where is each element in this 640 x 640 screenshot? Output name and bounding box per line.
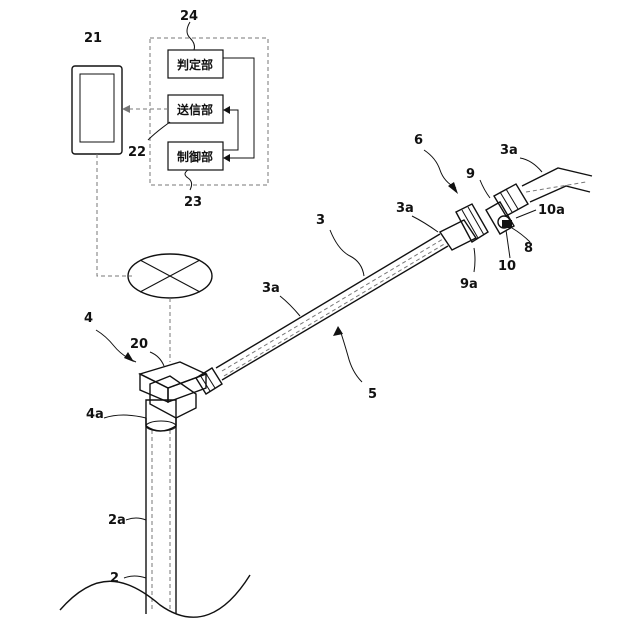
leader-20 — [150, 352, 164, 366]
ref-3: 3 — [316, 213, 325, 228]
ref-8: 8 — [524, 241, 533, 256]
coupling-nut — [440, 204, 488, 250]
wireless-link-line — [97, 154, 132, 276]
leader-10 — [506, 230, 510, 258]
leader-22 — [148, 122, 170, 140]
ref-10a: 10a — [538, 203, 565, 218]
ref-23: 23 — [184, 195, 202, 210]
ref-21: 21 — [84, 31, 102, 46]
upper-hose — [522, 168, 592, 202]
ref-10: 10 — [498, 259, 516, 274]
leader-6 — [424, 150, 456, 188]
send-block-label: 送信部 — [176, 102, 213, 117]
leader-8 — [512, 228, 530, 242]
ref-9a: 9a — [460, 277, 478, 292]
leader-10a — [516, 210, 536, 218]
hose — [216, 234, 448, 380]
ref-3a-mid: 3a — [396, 201, 414, 216]
leader-9a — [474, 248, 475, 272]
ref-22: 22 — [128, 145, 146, 160]
wireless-symbol — [128, 254, 212, 298]
leader-2 — [124, 576, 146, 578]
ref-2a: 2a — [108, 513, 126, 528]
leader-5 — [340, 330, 362, 382]
leader-3 — [330, 230, 364, 276]
elbow-joint — [146, 376, 196, 431]
terminal-device — [72, 66, 122, 154]
judge-block-label: 判定部 — [177, 57, 213, 72]
leader-3a-top — [520, 158, 542, 172]
ref-9: 9 — [466, 167, 475, 182]
leader-3a-mid — [412, 216, 438, 232]
ref-6: 6 — [414, 133, 423, 148]
ref-24: 24 — [180, 9, 198, 24]
ref-4a: 4a — [86, 407, 104, 422]
judge-block: 判定部 — [168, 50, 223, 78]
ref-3a-low: 3a — [262, 281, 280, 296]
leader-4a — [104, 415, 146, 418]
ref-2: 2 — [110, 571, 119, 586]
vertical-pipe — [146, 418, 176, 614]
leader-9 — [480, 180, 490, 198]
leader-2a — [126, 518, 146, 520]
ref-4: 4 — [84, 311, 93, 326]
ref-5: 5 — [368, 387, 377, 402]
control-block-label: 制御部 — [177, 149, 213, 164]
leader-23 — [185, 170, 192, 190]
ground-line — [60, 575, 250, 617]
leader-3a-low — [280, 296, 300, 316]
ref-20: 20 — [130, 337, 148, 352]
ref-3a-top: 3a — [500, 143, 518, 158]
leader-24 — [187, 22, 195, 50]
control-block: 制御部 — [168, 142, 223, 170]
upper-coupling — [494, 184, 528, 216]
send-block: 送信部 — [168, 95, 223, 123]
